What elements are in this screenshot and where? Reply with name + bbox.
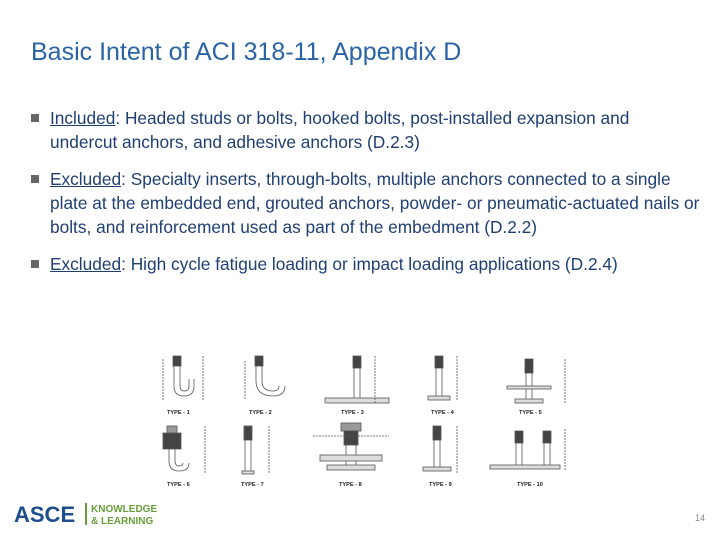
anchor-types-figure: TYPE - 1 TYPE - 2 TYPE - 3 TYPE - 4 TYPE… [162,355,566,488]
figure-label: TYPE - 3 [341,410,364,416]
anchor-type-10-drawing [489,429,566,471]
bullet-text: : Specialty inserts, through-bolts, mult… [50,169,700,237]
figure-label: TYPE - 5 [519,410,542,416]
anchor-type-7-drawing [241,425,270,475]
bullet-list: Included: Headed studs or bolts, hooked … [31,106,701,289]
bullet-square-icon [31,175,39,183]
page-number: 14 [695,513,706,523]
anchor-type-8-drawing [313,422,389,471]
bullet-text: : High cycle fatigue loading or impact l… [121,254,618,274]
asce-logo: ASCE KNOWLEDGE & LEARNING [14,502,157,527]
logo-line2: & LEARNING [91,516,153,527]
bullet-item: Included: Headed studs or bolts, hooked … [31,106,701,154]
figure-label: TYPE - 6 [167,482,190,488]
bullet-item: Excluded: Specialty inserts, through-bol… [31,167,701,239]
anchor-type-3-drawing [324,355,390,404]
bullet-keyword: Excluded [50,254,122,274]
bullet-item: Excluded: High cycle fatigue loading or … [31,252,701,276]
bullet-square-icon [31,260,39,268]
anchor-type-5-drawing [506,358,566,404]
figure-label: TYPE - 1 [167,410,190,416]
anchor-type-9-drawing [422,425,458,473]
bullet-text: : Headed studs or bolts, hooked bolts, p… [50,108,630,152]
figure-label: TYPE - 9 [429,482,452,488]
anchor-type-4-drawing [427,355,458,401]
anchor-type-6-drawing [162,425,206,473]
bullet-square-icon [31,114,39,122]
logo-line1: KNOWLEDGE [91,504,157,515]
anchor-type-1-drawing [162,355,204,401]
anchor-type-2-drawing [244,355,286,399]
figure-label: TYPE - 4 [431,410,455,416]
figure-label: TYPE - 2 [249,410,272,416]
bullet-keyword: Excluded [50,169,122,189]
bullet-keyword: Included [50,108,116,128]
figure-label: TYPE - 7 [241,482,264,488]
logo-brand: ASCE [14,502,75,527]
figure-label: TYPE - 8 [339,482,362,488]
slide-title: Basic Intent of ACI 318-11, Appendix D [31,38,462,66]
figure-label: TYPE - 10 [517,482,543,488]
